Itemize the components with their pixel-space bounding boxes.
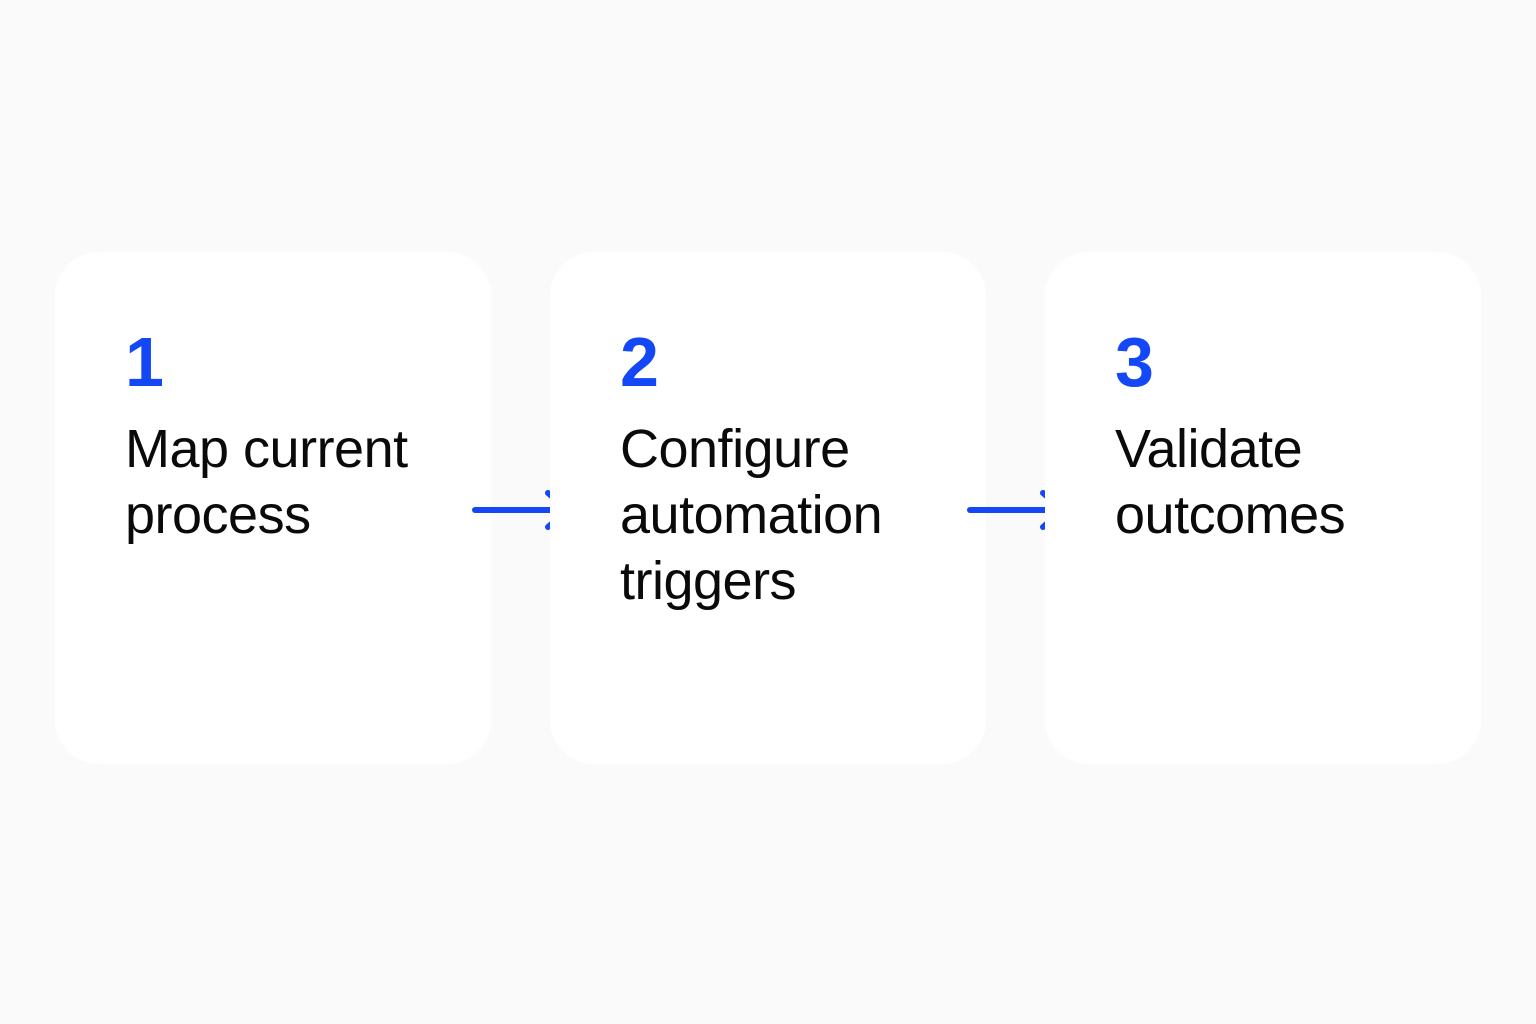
step-number: 1 bbox=[125, 323, 164, 401]
step-label: Configure automation triggers bbox=[620, 419, 883, 611]
step-card-3: 3 Validate outcomes bbox=[1045, 252, 1481, 764]
step-label: Map current process bbox=[125, 419, 408, 545]
step-card-2: 2 Configure automation triggers bbox=[550, 252, 986, 764]
step-number: 2 bbox=[620, 323, 659, 401]
step-number: 3 bbox=[1115, 323, 1154, 401]
step-card-1: 1 Map current process bbox=[55, 252, 491, 764]
step-label: Validate outcomes bbox=[1115, 419, 1346, 545]
